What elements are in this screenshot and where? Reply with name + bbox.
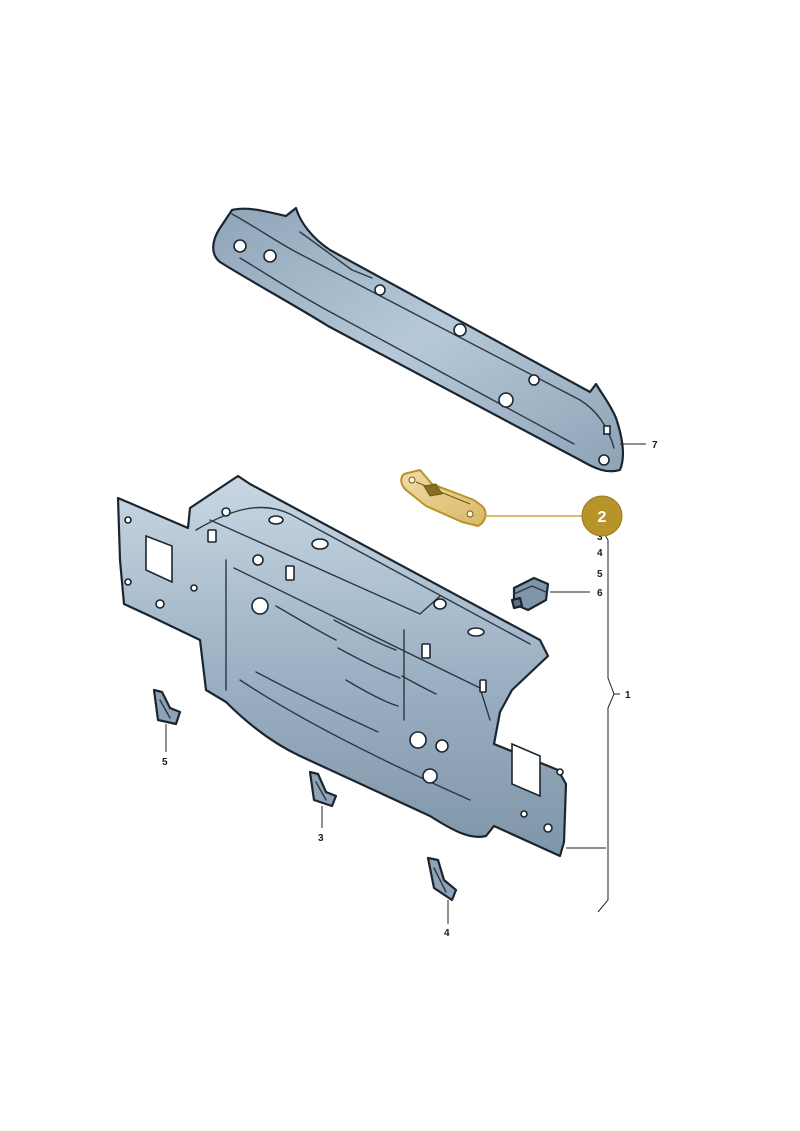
connector-clip-part <box>510 576 550 612</box>
reinforcement-3 <box>308 770 338 808</box>
callout-3: 3 <box>597 532 603 543</box>
highlighted-bracket-part <box>400 469 487 527</box>
callout-small-5: 5 <box>162 757 168 768</box>
callout-small-3: 3 <box>318 833 324 844</box>
badge-number: 2 <box>598 509 607 526</box>
callout-4: 4 <box>597 548 603 559</box>
cross-member-part <box>212 206 625 473</box>
leader-lines <box>165 443 646 924</box>
reinforcement-5 <box>152 688 182 726</box>
reinforcement-4 <box>426 856 458 902</box>
rear-panel-part <box>116 474 568 858</box>
callout-6: 6 <box>597 588 603 599</box>
callout-1: 1 <box>625 690 631 701</box>
callout-5: 5 <box>597 569 603 580</box>
highlight-badge[interactable]: 2 <box>581 495 623 537</box>
callout-7: 7 <box>652 440 658 451</box>
callout-small-4: 4 <box>444 928 450 939</box>
